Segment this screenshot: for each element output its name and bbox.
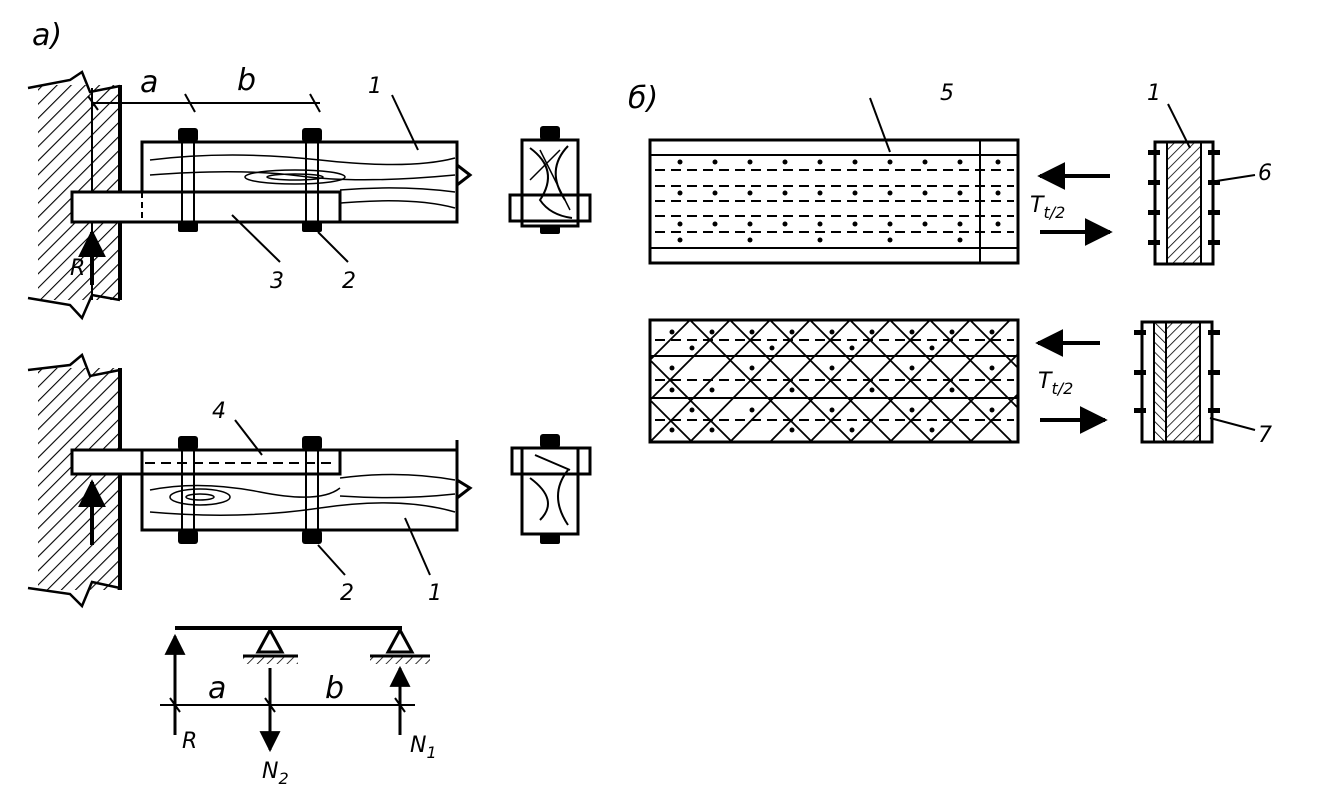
steel-plate-4: [70, 448, 342, 476]
label-2-top: 2: [342, 269, 356, 294]
force-lower-label: Tt/2: [1038, 369, 1073, 398]
static-scheme: a b R N2 N1: [160, 626, 437, 788]
wall-bottom: [38, 368, 120, 590]
label-2-bottom: 2: [340, 581, 354, 606]
label-1-top: 1: [368, 74, 382, 99]
section-top: [508, 126, 592, 234]
panel-b-label: б): [628, 81, 658, 116]
bolt-bottom-1: [178, 436, 198, 544]
dim-b-label: b: [237, 63, 256, 98]
panel-a-label: a): [32, 18, 62, 53]
label-1-b: 1: [1147, 81, 1161, 106]
scheme-a-label: a: [208, 671, 226, 706]
upper-dots: [677, 159, 1001, 243]
reaction-label-top: R: [70, 256, 85, 281]
lower-dots: [669, 329, 995, 433]
scheme-R-label: R: [182, 729, 197, 754]
label-3: 3: [270, 269, 284, 294]
bottom-detail: 4 2 1: [27, 352, 592, 609]
plywood-upper: [648, 138, 1020, 265]
scheme-b-label: b: [325, 671, 344, 706]
bolt-bottom-2: [302, 436, 322, 544]
scheme-N1-label: N1: [410, 733, 437, 762]
bolt-top-1: [178, 128, 198, 232]
bolt-top-2: [302, 128, 322, 232]
plywood-lower: [648, 318, 1020, 444]
top-detail: a b R: [27, 63, 592, 321]
label-4: 4: [212, 399, 226, 424]
beam-1-bottom: [140, 448, 459, 532]
label-7: 7: [1258, 423, 1272, 448]
label-6: 6: [1258, 161, 1272, 186]
force-upper-label: Tt/2: [1030, 193, 1065, 222]
dim-a-label: a: [140, 65, 158, 100]
label-5: 5: [940, 81, 954, 106]
section-b-upper: [1148, 140, 1220, 266]
label-1-bottom: 1: [428, 581, 442, 606]
section-bottom: [510, 434, 592, 544]
section-b-lower: [1134, 320, 1220, 444]
steel-plate-3: [70, 190, 342, 224]
scheme-N2-label: N2: [262, 759, 289, 788]
